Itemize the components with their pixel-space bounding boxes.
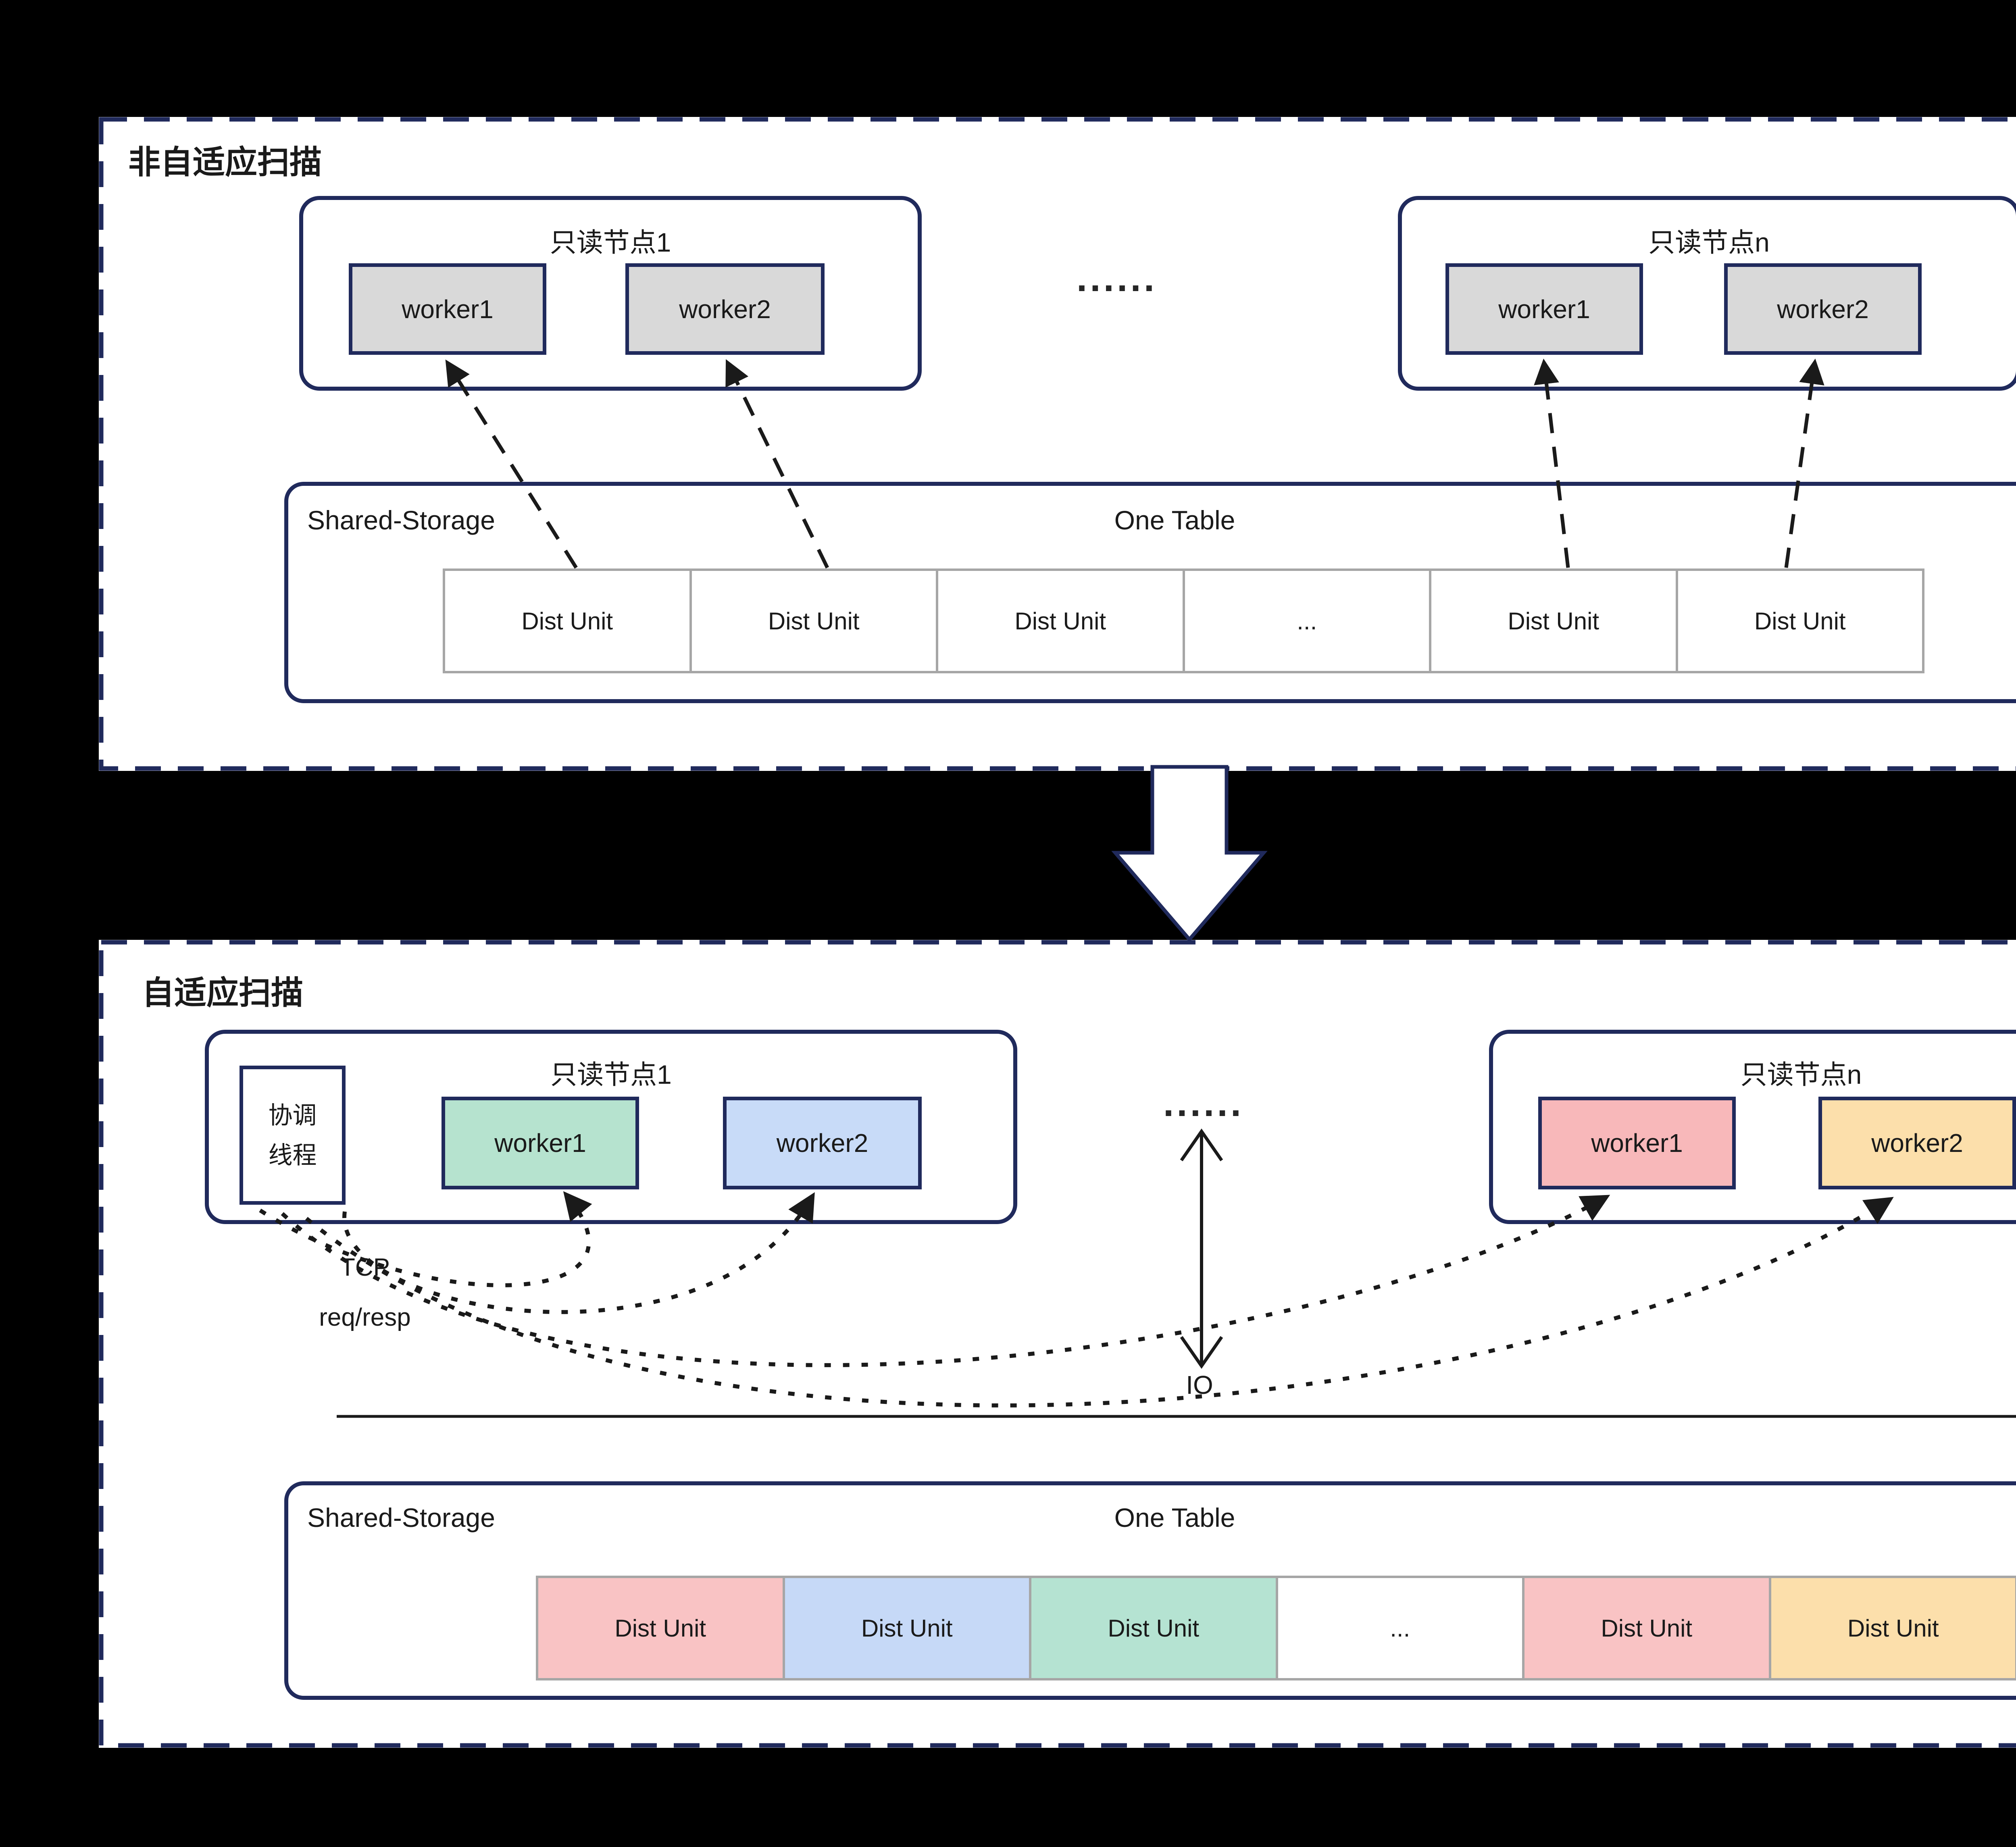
dist-unit-cell: Dist Unit [782, 1576, 1031, 1680]
worker1-noden-top: worker1 [1445, 263, 1643, 355]
io-label: IO [1186, 1370, 1213, 1399]
coordinator-thread-label: 协调线程 [268, 1102, 317, 1169]
dist-unit-cell-ellipsis: ... [1275, 1576, 1524, 1680]
worker1-noden-bottom: worker1 [1538, 1097, 1736, 1189]
dist-unit-cell: Dist Unit [443, 568, 692, 673]
worker2-node1-bottom: worker2 [723, 1097, 922, 1189]
one-table-top-label: One Table [1114, 505, 1235, 535]
worker1-node1-bottom: worker1 [442, 1097, 639, 1189]
coordinator-thread-box: 协调线程 [240, 1066, 346, 1205]
worker2-noden-top: worker2 [1724, 263, 1922, 355]
worker2-node1-top: worker2 [625, 263, 825, 355]
dist-unit-cell: Dist Unit [536, 1576, 785, 1680]
worker1-node1-top: worker1 [349, 263, 546, 355]
dist-unit-cell: Dist Unit [1429, 568, 1678, 673]
dist-unit-row-top: Dist Unit Dist Unit Dist Unit ... Dist U… [443, 568, 1924, 673]
ellipsis-bottom: ...... [1163, 1082, 1244, 1124]
dist-unit-cell-ellipsis: ... [1182, 568, 1431, 673]
dist-unit-cell: Dist Unit [1675, 568, 1924, 673]
down-arrow-icon [1111, 765, 1268, 942]
dist-unit-cell: Dist Unit [1029, 1576, 1278, 1680]
ellipsis-top: ...... [1076, 257, 1158, 300]
dist-unit-cell: Dist Unit [1522, 1576, 1771, 1680]
readonly-noden-top-label: 只读节点n [1648, 227, 1770, 257]
dist-unit-cell: Dist Unit [936, 568, 1185, 673]
dist-unit-cell: Dist Unit [1768, 1576, 2016, 1680]
worker2-noden-bottom: worker2 [1818, 1097, 2016, 1189]
readonly-noden-bottom-label: 只读节点n [1740, 1060, 1862, 1089]
dist-unit-row-bottom: Dist Unit Dist Unit Dist Unit ... Dist U… [536, 1576, 2016, 1680]
panel-title-nonadaptive: 非自适应扫描 [128, 144, 322, 180]
tcp-label-line1: TCP [340, 1254, 390, 1281]
tcp-label: TCP req/resp [278, 1243, 452, 1343]
tcp-label-line2: req/resp [319, 1304, 411, 1331]
readonly-node1-top-label: 只读节点1 [550, 227, 671, 257]
one-table-bottom-label: One Table [1114, 1503, 1235, 1533]
panel-title-adaptive: 自适应扫描 [142, 975, 303, 1011]
dist-unit-cell: Dist Unit [689, 568, 938, 673]
